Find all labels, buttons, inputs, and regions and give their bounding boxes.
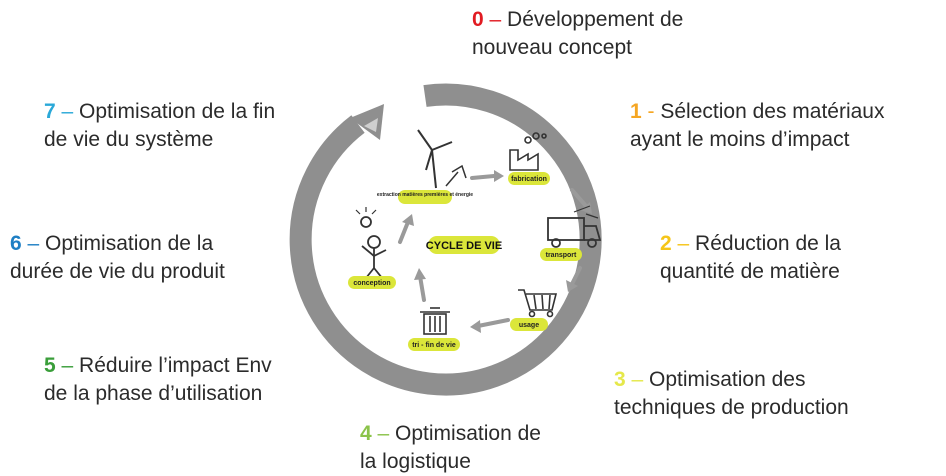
center-label-text: CYCLE DE VIE (426, 240, 502, 252)
step-0: 0 – Développement de nouveau concept (472, 6, 683, 62)
step-0-line2: nouveau concept (472, 36, 632, 59)
step-3-line1: Optimisation des (649, 368, 806, 391)
step-1: 1 - Sélection des matériaux ayant le moi… (630, 98, 884, 154)
stage-fin-de-vie-label: tri - fin de vie (412, 342, 456, 349)
step-5-dash: – (55, 354, 80, 377)
step-7-line1: Optimisation de la fin (79, 100, 276, 123)
step-1-line2: ayant le moins d’impact (630, 128, 850, 151)
step-6-number: 6 (10, 232, 22, 255)
shopping-cart-icon (518, 289, 558, 318)
outer-cycle-ring (289, 83, 602, 396)
step-5-number: 5 (44, 354, 56, 377)
truck-icon (547, 205, 602, 248)
factory-icon (509, 132, 547, 171)
stage-conception-label: conception (353, 280, 390, 287)
step-6-line1: Optimisation de la (45, 232, 214, 255)
step-0-line1: Développement de (507, 8, 684, 31)
step-7: 7 – Optimisation de la fin de vie du sys… (44, 98, 275, 154)
stage-extraction: extraction matières premières et énergie (377, 190, 473, 204)
step-3: 3 – Optimisation des techniques de produ… (614, 366, 849, 422)
step-5-line1: Réduire l’impact Env (79, 354, 272, 377)
step-4-dash: – (371, 422, 396, 445)
step-2-dash: – (671, 232, 696, 255)
stage-transport: transport (540, 248, 582, 261)
step-4: 4 – Optimisation de la logistique (360, 420, 541, 476)
step-2-line2: quantité de matière (660, 260, 840, 283)
step-5-line2: de la phase d’utilisation (44, 382, 263, 405)
step-3-number: 3 (614, 368, 626, 391)
stage-fin-de-vie: tri - fin de vie (408, 338, 460, 351)
step-7-dash: – (55, 100, 80, 123)
stage-usage: usage (510, 318, 548, 331)
step-3-line2: techniques de production (614, 396, 849, 419)
step-7-number: 7 (44, 100, 56, 123)
step-2-number: 2 (660, 232, 672, 255)
trash-bin-icon (420, 307, 450, 335)
step-6-line2: durée de vie du produit (10, 260, 225, 283)
step-2-line1: Réduction de la (695, 232, 841, 255)
step-1-dash: - (641, 100, 661, 123)
step-1-number: 1 (630, 100, 642, 123)
inner-arrows (398, 170, 592, 333)
step-1-line1: Sélection des matériaux (660, 100, 885, 123)
ring-arrowhead-dots-icon (364, 118, 378, 132)
step-7-line2: de vie du système (44, 128, 214, 151)
step-6-dash: – (21, 232, 46, 255)
step-0-number: 0 (472, 8, 484, 31)
person-idea-icon (355, 207, 387, 279)
stage-conception: conception (348, 276, 396, 289)
wind-turbine-icon (417, 129, 467, 189)
step-0-dash: – (483, 8, 508, 31)
step-6: 6 – Optimisation de la durée de vie du p… (10, 230, 225, 286)
step-4-number: 4 (360, 422, 372, 445)
step-2: 2 – Réduction de la quantité de matière (660, 230, 841, 286)
stage-fabrication: fabrication (508, 172, 550, 185)
stage-fabrication-label: fabrication (511, 176, 547, 183)
stage-usage-label: usage (519, 322, 539, 329)
stage-transport-label: transport (546, 252, 577, 259)
step-5: 5 – Réduire l’impact Env de la phase d’u… (44, 352, 272, 408)
step-4-line2: la logistique (360, 450, 471, 473)
center-cycle-label: CYCLE DE VIE (426, 236, 502, 254)
step-4-line1: Optimisation de (395, 422, 541, 445)
step-3-dash: – (625, 368, 650, 391)
stage-extraction-label: extraction matières premières et énergie (377, 192, 473, 198)
